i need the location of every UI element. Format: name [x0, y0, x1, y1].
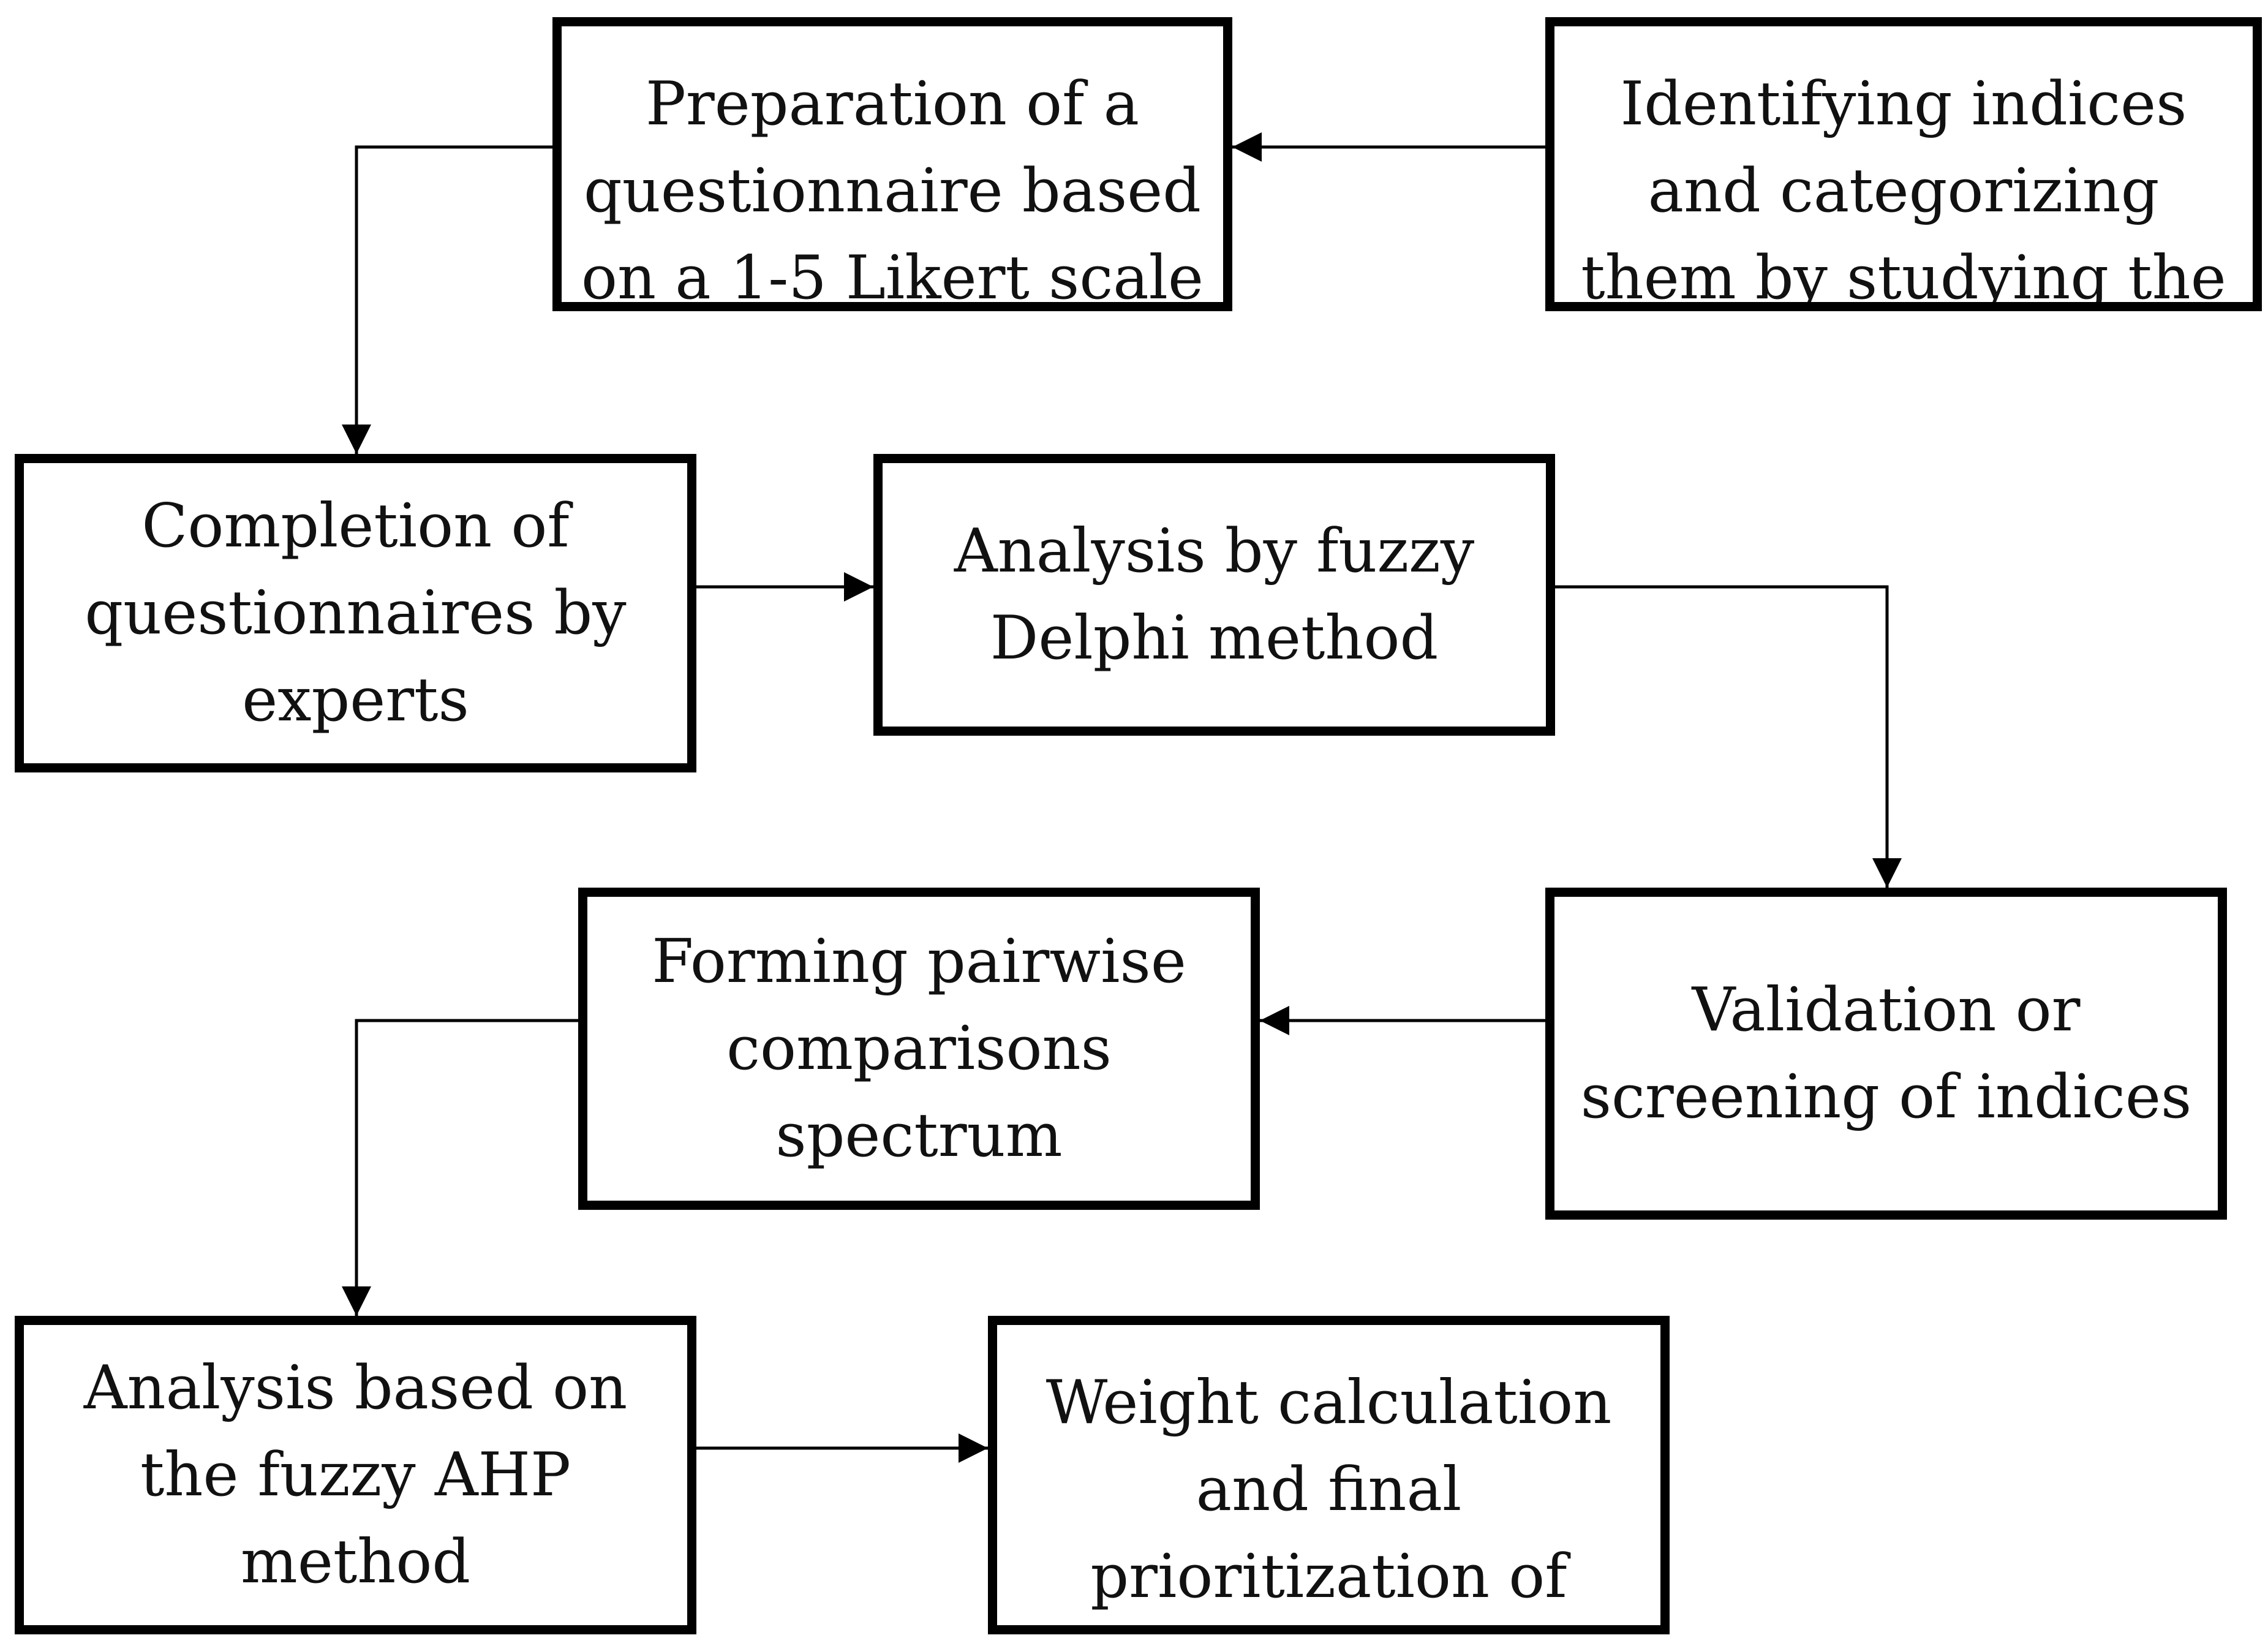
node-weight-calculation: Weight calculation and final prioritizat…: [988, 1316, 1670, 1634]
node-text-line: and final: [1196, 1455, 1462, 1525]
node-text-line: the fuzzy AHP: [140, 1440, 571, 1510]
edge-completion-to-analysis-delphi: [696, 572, 873, 602]
node-text-line: spectrum: [775, 1101, 1063, 1171]
node-completion-questionnaires: Completion of questionnaires by experts: [15, 454, 696, 772]
node-text-line: and categorizing: [1648, 156, 2160, 226]
node-text-line: experts: [242, 665, 469, 735]
node-text-line: Analysis by fuzzy: [954, 516, 1475, 586]
node-text-line: Identifying indices: [1620, 69, 2187, 139]
node-text-line: Delphi method: [990, 603, 1439, 673]
node-analysis-fuzzy-delphi: Analysis by fuzzy Delphi method: [873, 454, 1555, 736]
node-text-line: Analysis based on: [83, 1353, 628, 1423]
node-text-window: Weight calculation and final prioritizat…: [1046, 1359, 1612, 1625]
node-text-line: comparisons: [726, 1014, 1112, 1084]
node-text-line: questionnaires by: [85, 578, 627, 648]
node-preparation-questionnaire: Preparation of a questionnaire based on …: [552, 17, 1232, 311]
node-text-line: Weight calculation: [1045, 1368, 1612, 1438]
edge-preparation-to-completion: [342, 145, 552, 454]
node-text-line: them by studying the: [1581, 243, 2226, 302]
node-text-line: Preparation of a: [645, 69, 1140, 139]
node-text-line: method: [240, 1527, 471, 1597]
node-text-line: Completion of: [141, 491, 570, 561]
node-text-line: Validation or: [1692, 975, 2081, 1045]
node-text-line: prioritization of: [1090, 1542, 1567, 1612]
node-text-window: Identifying indices and categorizing the…: [1581, 61, 2226, 302]
edge-analysis-delphi-to-validation: [1555, 585, 1902, 888]
node-text-window: Preparation of a questionnaire based on …: [581, 61, 1204, 302]
node-text-line: screening of indices: [1580, 1062, 2192, 1132]
node-analysis-fuzzy-ahp: Analysis based on the fuzzy AHP method: [15, 1316, 696, 1634]
node-text-line: questionnaire based: [583, 156, 1202, 226]
edge-identifying-to-preparation: [1232, 132, 1545, 162]
node-forming-pairwise-comparisons: Forming pairwise comparisons spectrum: [578, 888, 1260, 1210]
edge-validation-to-forming: [1260, 1006, 1545, 1035]
edge-forming-to-analysis-ahp: [342, 1019, 578, 1316]
node-text-line: on a 1-5 Likert scale: [581, 243, 1204, 302]
edge-analysis-ahp-to-weight: [696, 1433, 988, 1463]
node-text-line: Forming pairwise: [652, 927, 1186, 997]
node-validation-screening: Validation or screening of indices: [1545, 888, 2227, 1220]
node-identifying-indices: Identifying indices and categorizing the…: [1545, 17, 2262, 311]
